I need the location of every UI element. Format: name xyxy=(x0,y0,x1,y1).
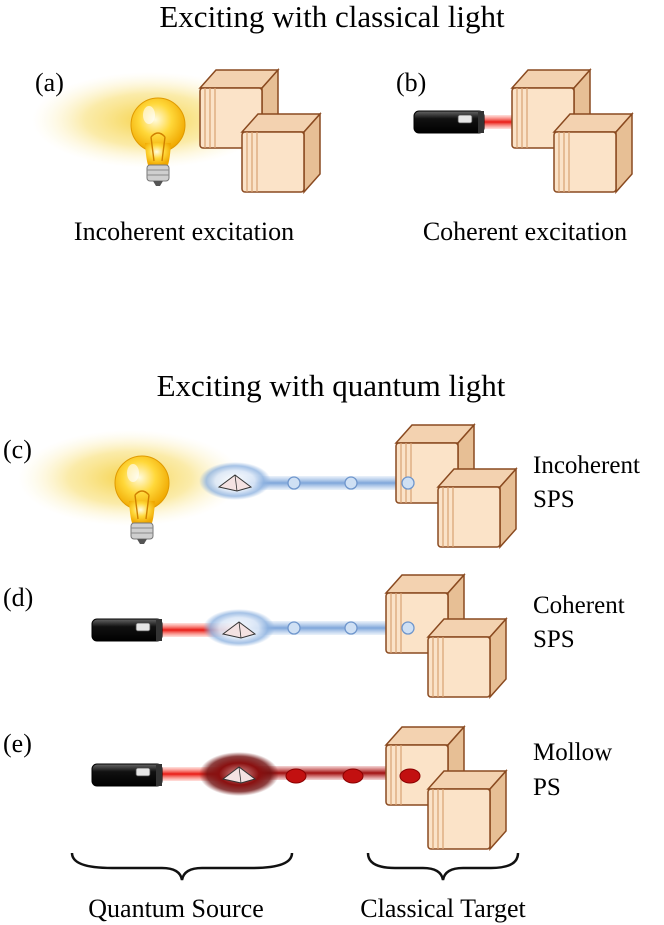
crystal-target-icon xyxy=(386,575,506,697)
crystal-target-icon xyxy=(512,70,632,192)
laser-icon xyxy=(91,763,163,787)
photon-beam xyxy=(240,621,430,635)
panel-label-d: (d) xyxy=(3,583,33,612)
light-bulb-icon xyxy=(114,455,170,545)
panel-a: (a) Incoherent excitation xyxy=(32,68,320,246)
panel-label-c: (c) xyxy=(3,435,32,464)
quantum-title: Exciting with quantum light xyxy=(157,368,506,403)
single-photon xyxy=(287,476,301,490)
panel-b: (b) Coherent excitation xyxy=(396,68,632,246)
panel-label-b: (b) xyxy=(396,68,426,97)
panel-label-a: (a) xyxy=(35,68,64,97)
panel-e: (e) Mollow PS xyxy=(3,727,612,849)
crystal-target-icon xyxy=(200,70,320,192)
laser-icon xyxy=(91,618,163,642)
source-type-line2: PS xyxy=(533,774,561,801)
source-type-line1: Incoherent xyxy=(533,452,640,479)
crystal-target-icon xyxy=(396,425,516,547)
panel-label-e: (e) xyxy=(3,729,32,758)
label-quantum-source: Quantum Source xyxy=(88,894,263,923)
source-type-line1: Mollow xyxy=(533,739,612,766)
photon-bunch xyxy=(285,768,307,784)
laser-icon xyxy=(413,110,485,134)
single-photon xyxy=(344,621,358,635)
crystal-target-icon xyxy=(386,727,506,849)
source-type-line1: Coherent xyxy=(533,592,625,619)
light-bulb-icon xyxy=(130,97,186,187)
brace-quantum-source xyxy=(70,852,294,881)
single-photon xyxy=(401,476,415,490)
caption-coherent-excitation: Coherent excitation xyxy=(423,217,627,246)
source-type-line2: SPS xyxy=(533,626,575,653)
panel-c: (c) Incoherent SPS xyxy=(3,425,640,547)
label-classical-target: Classical Target xyxy=(360,894,526,923)
single-photon xyxy=(287,621,301,635)
panel-d: (d) Coherent SPS xyxy=(3,575,625,697)
photon-bunch xyxy=(342,768,364,784)
classical-title: Exciting with classical light xyxy=(159,0,505,34)
photon-bunch xyxy=(399,768,421,784)
photon-beam xyxy=(240,476,430,490)
single-photon xyxy=(344,476,358,490)
single-photon xyxy=(401,621,415,635)
caption-incoherent-excitation: Incoherent excitation xyxy=(74,217,294,246)
source-type-line2: SPS xyxy=(533,486,575,513)
brace-classical-target xyxy=(366,852,520,881)
